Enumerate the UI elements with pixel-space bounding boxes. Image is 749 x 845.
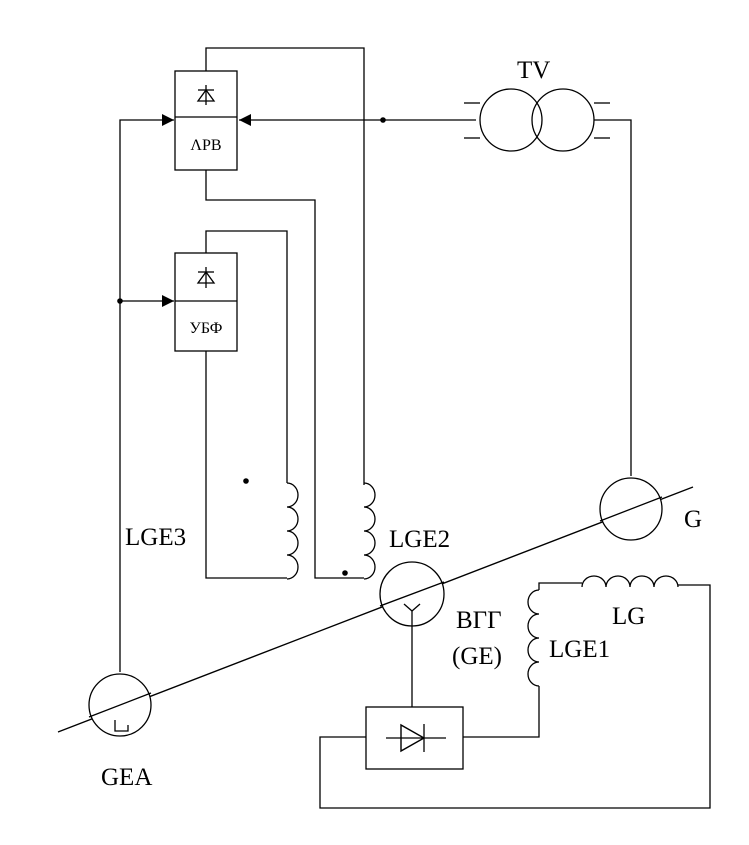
- junction-dot: [117, 298, 123, 304]
- lg-label: LG: [612, 603, 645, 630]
- wire-arv-top-loop: [205, 47, 365, 485]
- arv-block: ΛРВ: [174, 70, 238, 171]
- coil-icon: [363, 482, 376, 580]
- wire-rectifier-right: [463, 686, 540, 738]
- lge3-label: LGE3: [125, 524, 186, 551]
- rectifier-block: [365, 706, 464, 770]
- lge1-label: LGE1: [549, 636, 610, 663]
- ge-label: (GE): [452, 643, 502, 670]
- g-label: G: [684, 506, 702, 533]
- coil-icon: [527, 589, 540, 687]
- gea-label: GEA: [101, 764, 152, 791]
- wire-ubf-top: [205, 230, 288, 483]
- diode-icon: [386, 723, 446, 753]
- wire-gea-feed: [119, 114, 174, 672]
- diode-icon: [196, 267, 216, 288]
- polarity-dot: [243, 478, 249, 484]
- wire-lg-return: [319, 584, 711, 809]
- wire-arv-bottom: [205, 170, 364, 579]
- coil-icon: [581, 575, 679, 588]
- brush-icon: [403, 603, 421, 627]
- vgg-label: ВГГ: [456, 607, 502, 634]
- lge2-label: LGE2: [389, 526, 450, 553]
- arv-label: ΛРВ: [190, 137, 221, 154]
- wire-lge1-top: [538, 582, 582, 590]
- transformer-icon: [464, 88, 610, 152]
- diode-icon: [196, 85, 216, 105]
- brush-icon: [114, 720, 129, 732]
- coil-icon: [286, 482, 299, 580]
- tv-label: TV: [517, 57, 550, 84]
- ubf-label: УБФ: [190, 320, 223, 337]
- wire-tv-to-g: [594, 119, 632, 476]
- wire-ubf-bottom: [205, 351, 287, 579]
- ubf-block: УБФ: [174, 252, 238, 352]
- shaft-line: [57, 486, 694, 733]
- polarity-dot: [342, 570, 348, 576]
- junction-dot: [380, 117, 386, 123]
